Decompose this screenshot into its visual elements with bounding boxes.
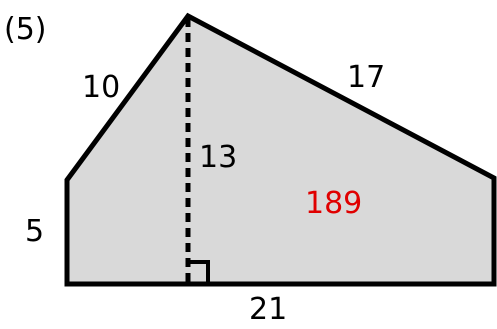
top-right-slant-label: 17 bbox=[347, 60, 385, 95]
base-label: 21 bbox=[249, 292, 287, 327]
area-answer-label: 189 bbox=[305, 186, 362, 221]
left-side-label: 5 bbox=[25, 214, 44, 249]
right-angle-marker bbox=[190, 260, 210, 282]
shape-fill bbox=[64, 12, 497, 287]
left-slant-label: 10 bbox=[82, 70, 120, 105]
problem-number: (5) bbox=[4, 12, 47, 47]
height-label: 13 bbox=[199, 140, 237, 175]
